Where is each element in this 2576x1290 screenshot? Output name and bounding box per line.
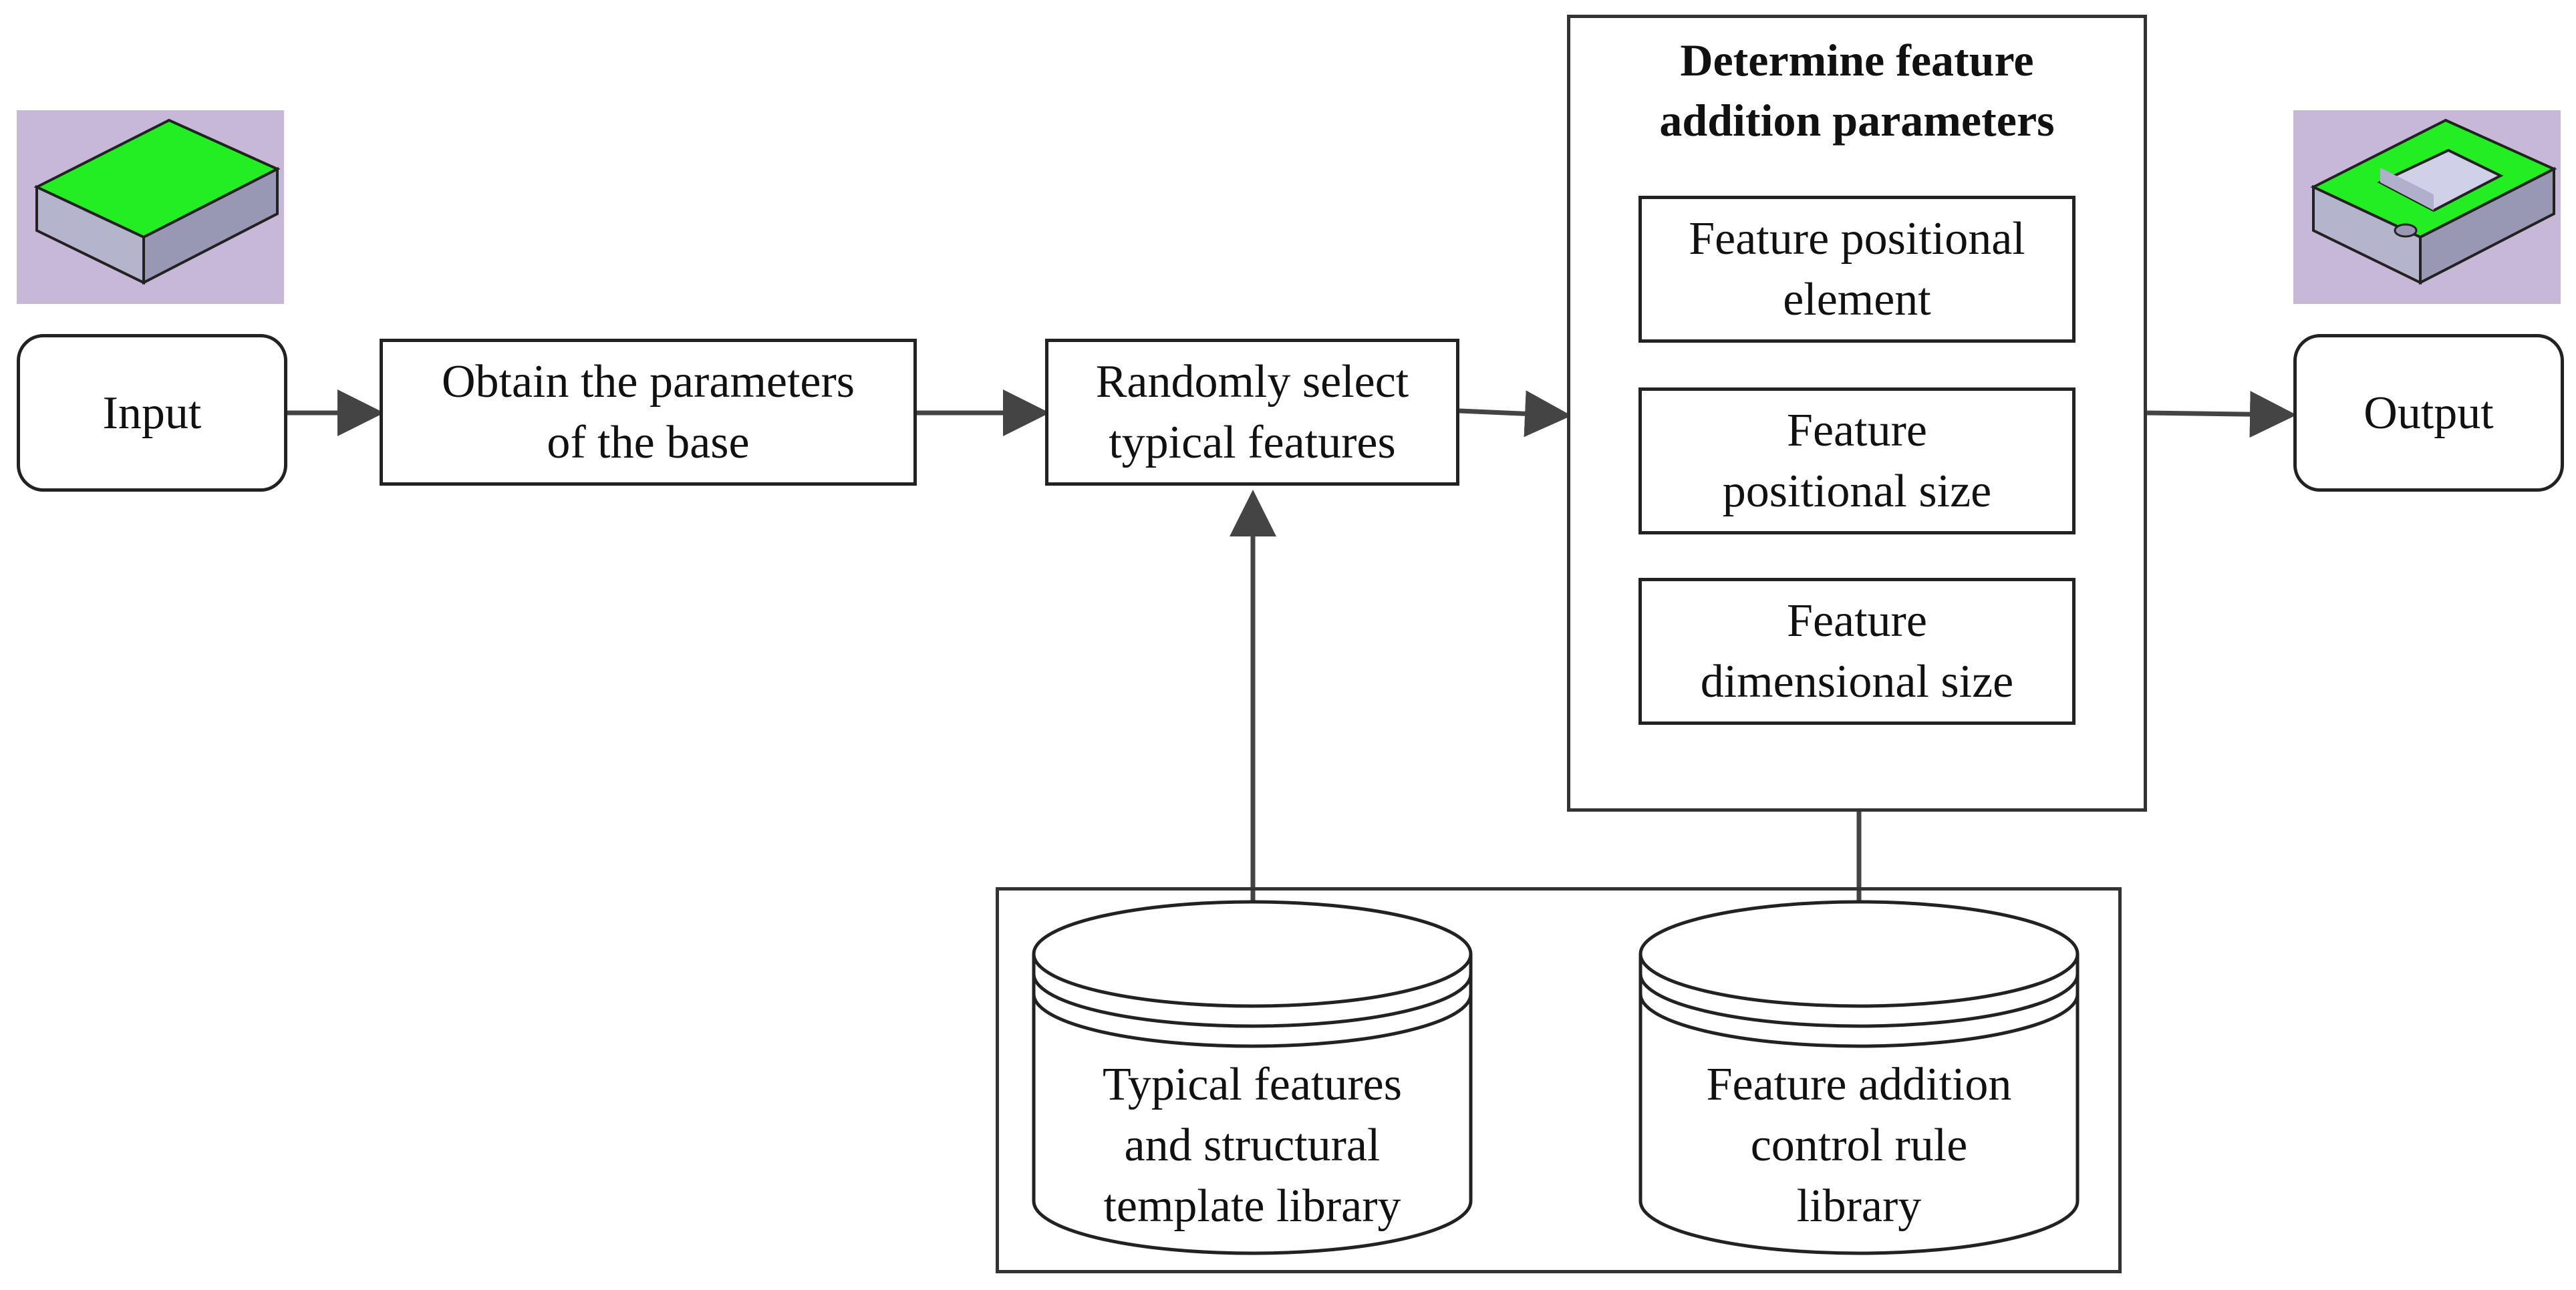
base-block-thumbnail xyxy=(17,110,284,304)
positional-size-line-2: positional size xyxy=(1722,466,1992,517)
featured-block-thumbnail xyxy=(2293,110,2561,304)
template-library-line-2: and structural xyxy=(1124,1120,1381,1171)
output-label: Output xyxy=(2364,387,2494,439)
library-container xyxy=(996,887,2122,1273)
input-label: Input xyxy=(102,387,202,439)
template-library-line-1: Typical features xyxy=(1103,1059,1402,1110)
rule-library-label: Feature addition control rule library xyxy=(1640,1054,2078,1237)
dimensional-size-line-1: Feature xyxy=(1787,595,1927,647)
rule-library-line-2: control rule xyxy=(1750,1120,1968,1171)
determine-title-line-1: Determine feature xyxy=(1680,35,2034,86)
positional-element-line-1: Feature positional xyxy=(1689,213,2025,265)
obtain-label-line-1: Obtain the parameters xyxy=(441,356,855,408)
feature-positional-element-step: Feature positional element xyxy=(1638,196,2076,343)
select-label-line-1: Randomly select xyxy=(1095,356,1409,408)
feature-dimensional-size-step: Feature dimensional size xyxy=(1638,578,2076,725)
determine-group-title: Determine feature addition parameters xyxy=(1570,30,2144,151)
arrow-determine-to-output xyxy=(2146,391,2297,438)
select-label-line-2: typical features xyxy=(1109,417,1396,468)
rule-library-line-1: Feature addition xyxy=(1706,1059,2012,1110)
positional-element-line-2: element xyxy=(1783,274,1931,325)
select-typical-features-step: Randomly select typical features xyxy=(1045,339,1459,486)
rule-library-line-3: library xyxy=(1796,1180,1922,1232)
output-terminal: Output xyxy=(2293,334,2564,492)
dimensional-size-line-2: dimensional size xyxy=(1700,656,2014,707)
obtain-label-line-2: of the base xyxy=(547,417,750,468)
database-cylinder-template-library xyxy=(1032,900,1473,1255)
obtain-base-parameters-step: Obtain the parameters of the base xyxy=(380,339,917,486)
feature-positional-size-step: Feature positional size xyxy=(1638,387,2076,534)
positional-size-line-1: Feature xyxy=(1787,405,1927,456)
arrow-select-to-determine xyxy=(1459,390,1572,438)
input-terminal: Input xyxy=(17,334,287,492)
determine-title-line-2: addition parameters xyxy=(1659,95,2055,146)
database-cylinder-rule-library xyxy=(1638,900,2080,1255)
template-library-label: Typical features and structural template… xyxy=(1034,1054,1471,1237)
template-library-line-3: template library xyxy=(1103,1180,1401,1232)
